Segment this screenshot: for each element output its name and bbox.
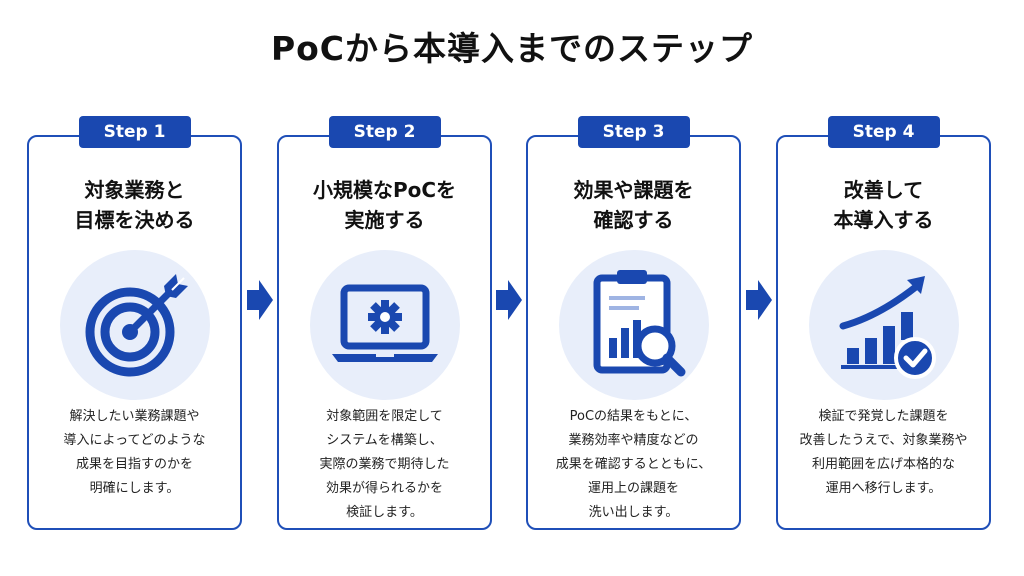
step-card-3: Step 3 効果や課題を 確認する PoCの結果をもとに、 業務効率や精度など… [526,116,741,530]
icon-circle [808,250,959,400]
step-title-line: 目標を決める [74,208,195,232]
arrow-right-icon [746,280,772,320]
desc-line: 明確にします。 [89,481,180,496]
desc-line: 成果を確認するとともに、 [555,457,712,472]
step-badge: Step 3 [577,116,690,148]
desc-line: 対象範囲を限定して [326,409,443,424]
desc-line: 運用上の課題を [587,481,679,496]
step-title: 対象業務と 目標を決める [29,175,240,235]
desc-line: PoCの結果をもとに、 [569,409,698,424]
step-title: 改善して 本導入する [778,175,989,235]
step-title-line: 本導入する [833,208,934,232]
step-description: 対象範囲を限定して システムを構築し、 実際の業務で期待した 効果が得られるかを… [285,405,484,525]
step-title: 小規模なPoCを 実施する [279,175,490,235]
desc-line: 効果が得られるかを [325,481,443,496]
step-badge: Step 2 [328,116,441,148]
desc-line: 実際の業務で期待した [319,457,450,472]
step-badge: Step 1 [78,116,191,148]
clipboard-chart-magnifier-icon [593,270,685,377]
step-card-1: Step 1 対象業務と 目標を決める 解決したい業務課題や 導入によってどのよ… [27,116,242,530]
page-title: PoCから本導入までのステップ [270,29,754,68]
step-badge: Step 4 [827,116,940,148]
desc-line: システムを構築し、 [326,433,443,448]
desc-line: 業務効率や精度などの [568,433,699,448]
desc-line: 検証で発覚した課題を [818,409,949,424]
step-title-line: 確認する [593,208,674,232]
step-title-line: 効果や課題を [573,178,694,202]
step-title-line: 小規模なPoCを [312,178,457,202]
icon-circle [59,250,210,400]
desc-line: 改善したうえで、対象業務や [799,433,968,448]
desc-line: 導入によってどのような [63,433,206,448]
growth-chart-check-icon [839,276,936,379]
step-card-4: Step 4 改善して 本導入する 検証で発覚した課題を 改善したうえで、対象業… [776,116,991,530]
icon-circle [309,250,460,400]
arrow-right-icon [247,280,273,320]
step-card-2: Step 2 小規模なPoCを 実施する 対象範囲を限定して システ [277,116,492,530]
step-title-line: 対象業務と [84,178,185,202]
laptop-gear-icon [331,284,438,362]
arrow-right-icon [496,280,522,320]
step-title: 効果や課題を 確認する [528,175,739,235]
desc-line: 利用範囲を広げ本格的な [811,457,955,472]
step-description: PoCの結果をもとに、 業務効率や精度などの 成果を確認するとともに、 運用上の… [534,405,733,525]
target-arrow-icon [85,274,188,377]
step-title-line: 改善して [843,178,924,202]
desc-line: 洗い出します。 [588,505,679,520]
desc-line: 検証します。 [346,505,423,520]
step-description: 解決したい業務課題や 導入によってどのような 成果を目指すのかを 明確にします。 [35,405,234,501]
step-description: 検証で発覚した課題を 改善したうえで、対象業務や 利用範囲を広げ本格的な 運用へ… [784,405,983,501]
desc-line: 運用へ移行します。 [825,481,942,496]
step-title-line: 実施する [344,208,425,232]
icon-circle [558,250,709,400]
desc-line: 成果を目指すのかを [75,457,193,472]
desc-line: 解決したい業務課題や [69,409,200,424]
